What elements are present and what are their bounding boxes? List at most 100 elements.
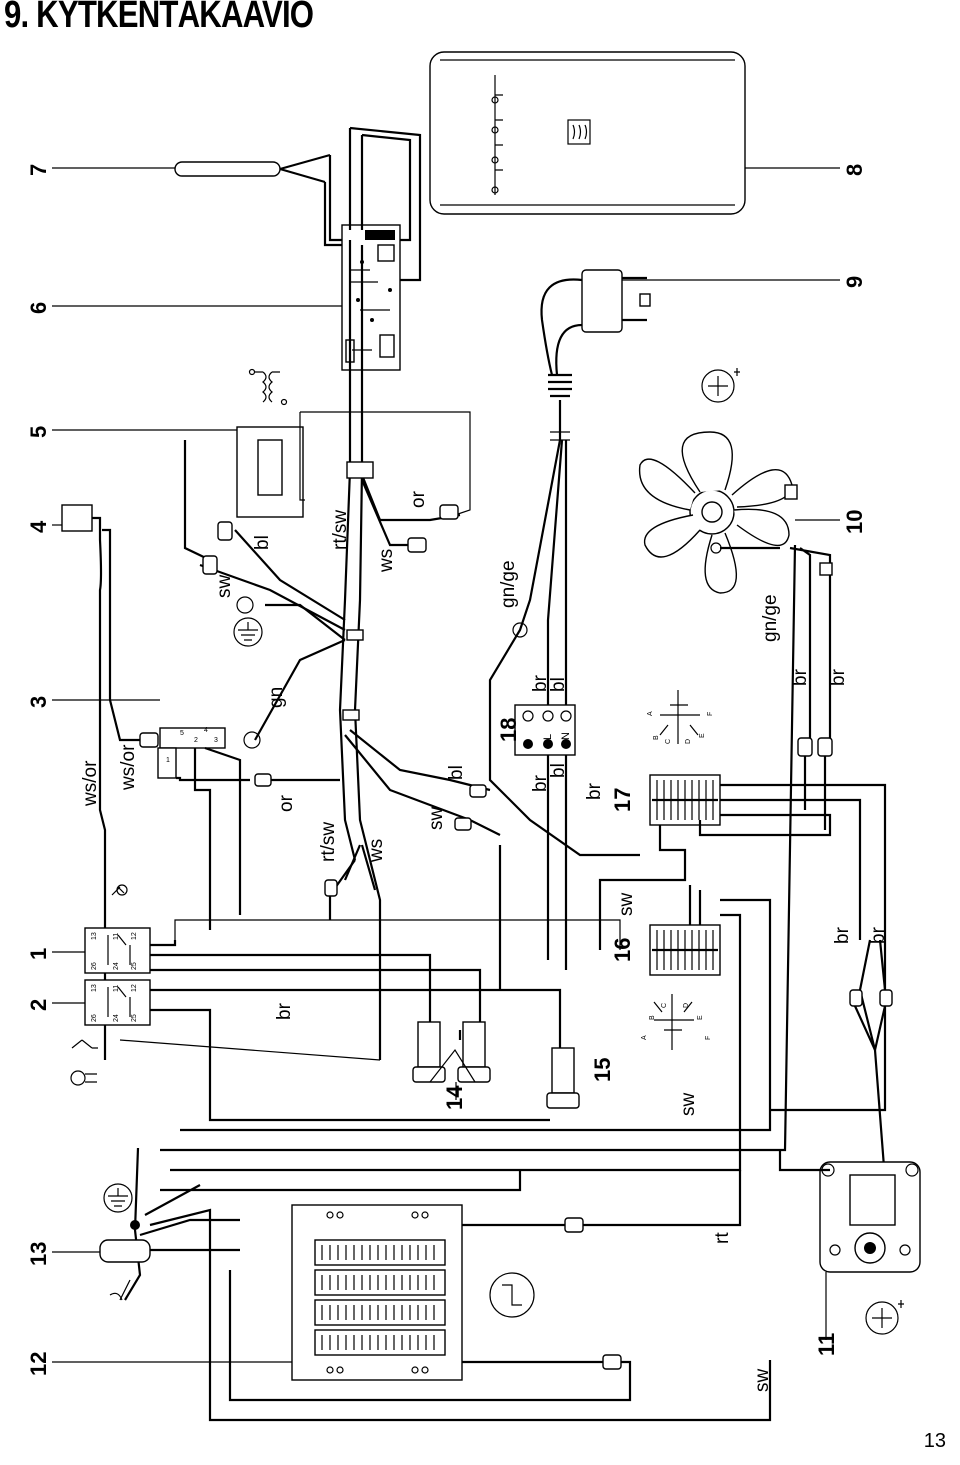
terminal-label: E <box>697 1015 704 1020</box>
wire-label: br <box>790 668 811 686</box>
component-number-11: 11 <box>814 1333 839 1356</box>
lamp-symbol-icon <box>70 1070 97 1086</box>
terminal-label: C <box>665 739 672 744</box>
terminal-label: A <box>647 711 654 716</box>
terminal-label: 13 <box>91 984 98 992</box>
terminal-label: F <box>705 1036 712 1040</box>
relay-2 <box>84 979 151 1026</box>
switch-block <box>98 699 250 1060</box>
fan <box>638 431 798 594</box>
wire-label: bl <box>252 535 273 550</box>
terminal-label: 4 <box>204 727 208 734</box>
wire-label: br <box>584 782 605 800</box>
component-number-3: 3 <box>26 696 51 708</box>
terminal-label: 12 <box>131 932 138 940</box>
terminal-label: B <box>649 1015 656 1020</box>
wire-label: ws/or <box>118 744 139 791</box>
terminal-label: 2 <box>194 737 198 744</box>
component-number-16: 16 <box>610 938 635 962</box>
terminal-label: 11 <box>113 985 120 992</box>
sensor-probe <box>174 153 360 247</box>
wire-label: br <box>530 674 551 692</box>
motor-11 <box>778 1150 921 1273</box>
terminal-label: 26 <box>91 1014 98 1022</box>
component-number-2: 2 <box>26 999 51 1011</box>
wire-label: ws <box>366 839 387 863</box>
terminal-label: 24 <box>113 1014 120 1022</box>
component-number-13: 13 <box>26 1242 51 1266</box>
wire-label: ws/or <box>80 760 101 807</box>
component-number-15: 15 <box>590 1058 615 1082</box>
component-number-8: 8 <box>842 164 867 176</box>
wire-label: rt <box>712 1232 733 1244</box>
routing-wires <box>119 544 893 1181</box>
wire-label: sw <box>426 807 447 831</box>
mains-wires <box>488 439 640 970</box>
terminal-label: 5 <box>180 730 184 737</box>
mains-plug <box>540 269 651 441</box>
controller-box <box>429 51 746 215</box>
wire-label: gn <box>266 687 287 708</box>
terminal-label: A <box>641 1035 648 1040</box>
wire-label: bl <box>548 763 569 778</box>
page-title: 9. KYTKENTÄKAAVIO <box>4 0 314 36</box>
heater-element-12 <box>228 1170 742 1402</box>
wire-label: or <box>408 490 429 508</box>
wire-label: bl <box>548 677 569 692</box>
terminal-label: 13 <box>91 932 98 940</box>
component-number-10: 10 <box>842 510 867 534</box>
terminal-label: E <box>699 733 706 738</box>
wire-label: br <box>868 926 889 944</box>
harness <box>183 240 502 1060</box>
pump-symbol-icon <box>701 368 740 403</box>
relay-1 <box>84 927 177 974</box>
wire-label: gn/ge <box>760 594 781 642</box>
pump-symbol-icon <box>865 1300 904 1335</box>
wire-label: br <box>274 1002 295 1020</box>
terminal-label: B <box>653 735 660 740</box>
component-number-18: 18 <box>496 718 521 742</box>
component-number-14: 14 <box>442 1085 467 1110</box>
wire-label: ws <box>376 549 397 573</box>
thermal-fuse-icon <box>489 1272 535 1318</box>
terminal-label: D <box>683 1003 690 1008</box>
component-number-17: 17 <box>610 788 635 812</box>
wire-label: sw <box>616 893 637 917</box>
component-number-12: 12 <box>26 1352 51 1376</box>
selector-symbol-lower <box>653 994 694 1050</box>
component-number-6: 6 <box>26 302 51 314</box>
wire-label: rt/sw <box>318 822 339 862</box>
terminal-label: 24 <box>113 962 120 970</box>
wire-label: br <box>832 926 853 944</box>
heater-block-16 <box>649 924 721 976</box>
terminal-label: D <box>685 739 692 744</box>
switch-symbol-icon <box>71 884 128 1049</box>
wire-label: br <box>828 668 849 686</box>
component-number-7: 7 <box>26 164 51 176</box>
ground-connection <box>99 1147 772 1422</box>
wire-label: gn/ge <box>498 560 519 608</box>
terminal-block-18 <box>514 704 576 756</box>
heat-symbol-icon <box>567 119 591 145</box>
terminal-label: 1 <box>166 757 170 764</box>
transformer <box>236 368 304 518</box>
component-number-1: 1 <box>26 948 51 960</box>
control-pcb <box>341 126 422 371</box>
terminal-label: 11 <box>113 933 120 940</box>
terminal-label: N <box>560 732 572 740</box>
wire-label: bl <box>446 765 467 780</box>
socket-pair-14 <box>412 1021 491 1083</box>
selector-symbol-upper <box>659 690 700 744</box>
fuse-holder <box>61 504 112 700</box>
wire-label: or <box>276 794 297 812</box>
ground-symbol-icon <box>233 617 263 647</box>
terminal-label: C <box>661 1003 668 1008</box>
terminal-label: 26 <box>91 962 98 970</box>
component-number-9: 9 <box>842 276 867 288</box>
wire-label: rt/sw <box>330 510 351 550</box>
wire-label: sw <box>752 1369 773 1393</box>
wire-label: sw <box>214 575 235 599</box>
terminal-label: 25 <box>131 962 138 970</box>
wire-label: br <box>530 774 551 792</box>
